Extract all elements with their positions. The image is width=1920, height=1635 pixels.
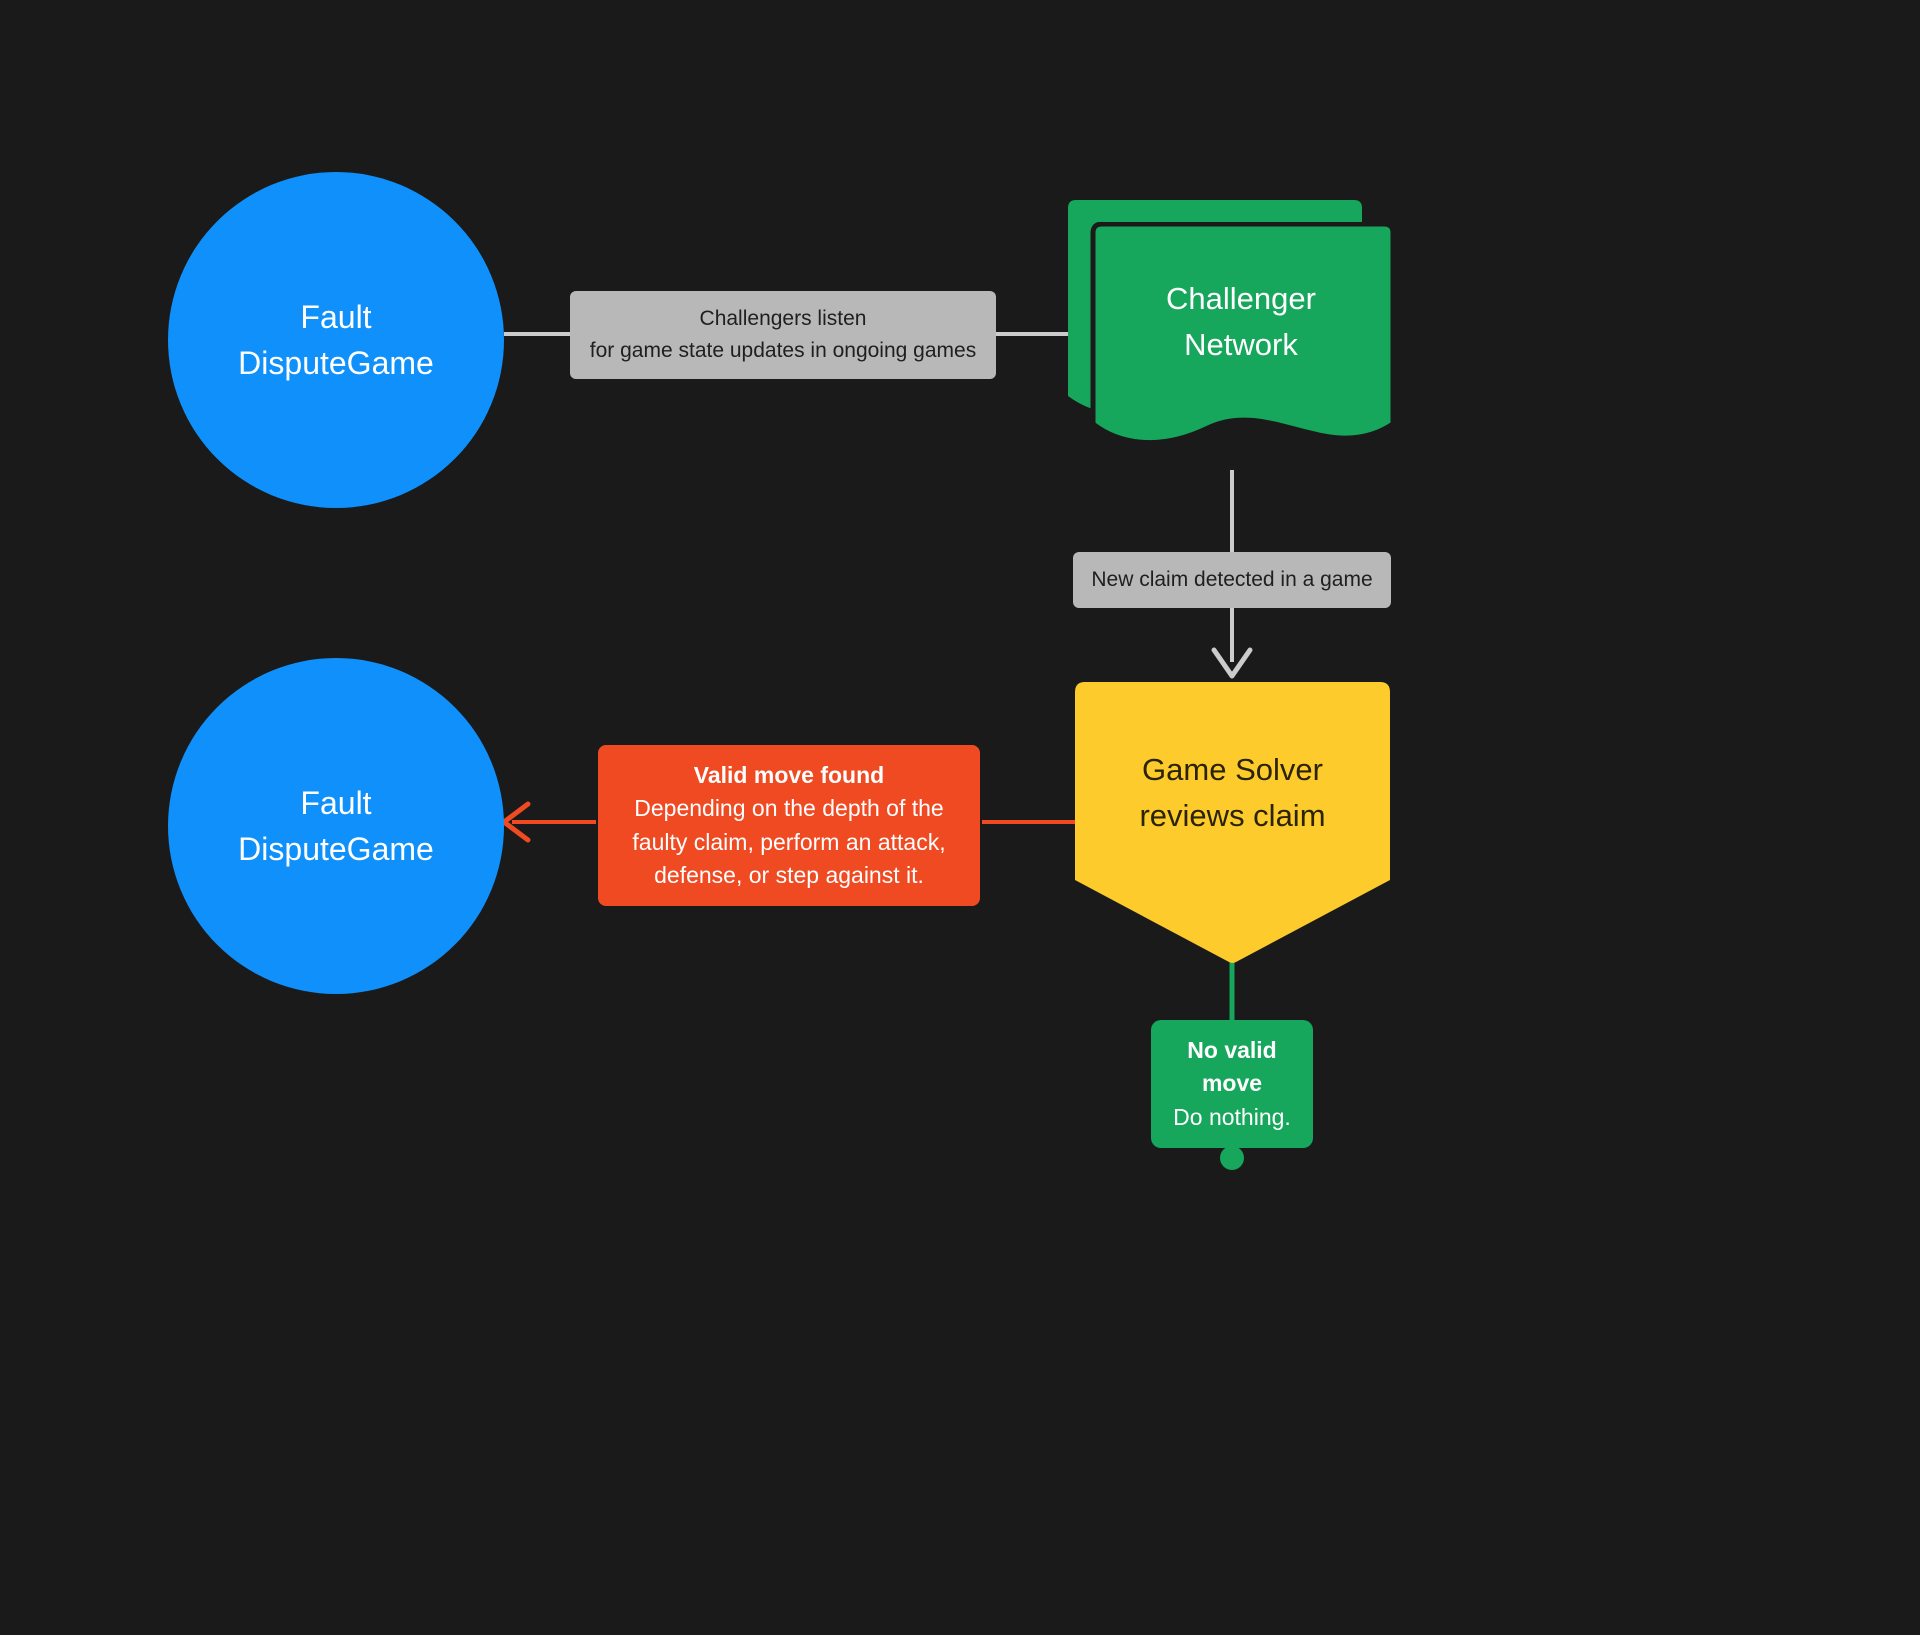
node-label-line2: DisputeGame — [238, 831, 434, 867]
edge-label-new-claim-detected: New claim detected in a game — [1073, 552, 1391, 608]
edge-validmove-arrowhead — [501, 801, 531, 843]
edge-label-body: Depending on the depth of the faulty cla… — [632, 795, 946, 889]
node-label-line1: Fault — [300, 784, 372, 821]
edge-label-title: Valid move found — [693, 762, 885, 788]
terminal-dot — [1220, 1146, 1244, 1170]
pennant-shape — [1075, 682, 1390, 963]
edge-label-line2: for game state updates in ongoing games — [589, 338, 977, 362]
node-challenger-network[interactable]: Challenger Network — [1062, 200, 1398, 462]
edge-label-valid-move-found: Valid move found Depending on the depth … — [598, 745, 980, 907]
node-label: Fault DisputeGame — [238, 780, 434, 873]
node-fault-dispute-game-bottom[interactable]: Fault DisputeGame — [168, 658, 504, 994]
edge-newclaim-arrowhead — [1211, 647, 1253, 679]
edge-label-challengers-listen: Challengers listen for game state update… — [570, 291, 996, 379]
node-label: Fault DisputeGame — [238, 294, 434, 387]
edge-label-title: No valid move — [1187, 1037, 1277, 1097]
edge-label-no-valid-move: No valid move Do nothing. — [1151, 1020, 1313, 1149]
node-label-line1: Fault — [300, 298, 372, 335]
document-front-sheet — [1090, 222, 1396, 446]
edge-label-line1: Challengers listen — [699, 307, 867, 330]
edge-label-body: Do nothing. — [1173, 1103, 1291, 1130]
node-fault-dispute-game-top[interactable]: Fault DisputeGame — [168, 172, 504, 508]
edge-label-text: New claim detected in a game — [1091, 568, 1373, 591]
node-game-solver[interactable]: Game Solver reviews claim — [1075, 682, 1390, 964]
node-label-line2: DisputeGame — [238, 345, 434, 381]
